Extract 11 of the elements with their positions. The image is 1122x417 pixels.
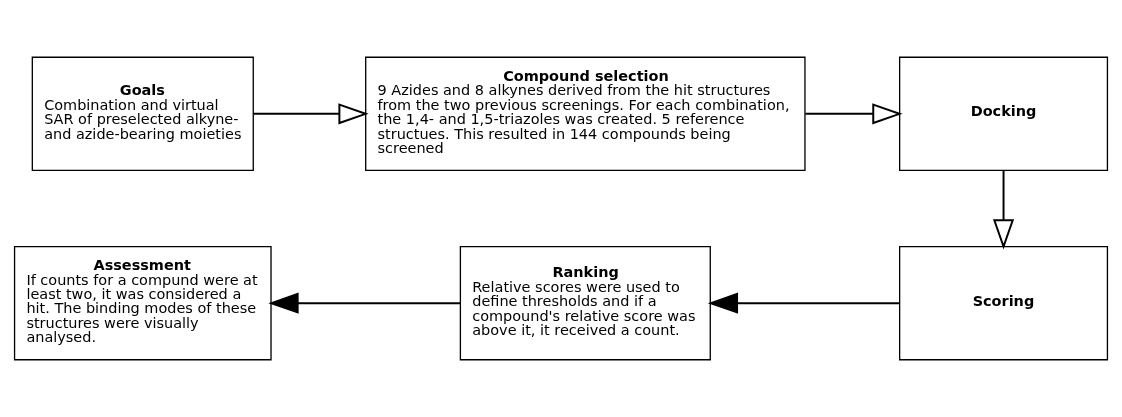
node-box: Docking <box>899 56 1109 171</box>
node-box: Ranking Relative scores were used to define thresholds and if a compound's relative score was above it, it received a count. <box>459 246 711 361</box>
arrow <box>804 103 903 125</box>
node-box: Compound selection 9 Azides and 8 alkynes derived from the hit structures from the two previous screenings. For each combination, the 1,4- and 1,5-triazoles was created. 5 reference structues. This resulted in 144 compounds being screened <box>365 56 806 171</box>
node-box: Assessment If counts for a compund were at least two, it was considered a hit. The binding modes of these structures were visually analysed. <box>13 246 272 361</box>
node-box: Goals Combination and virtual SAR of preselected alkyne- and azide-bearing moieties <box>31 56 254 171</box>
arrow <box>252 103 369 125</box>
node-box: Scoring <box>899 246 1109 361</box>
arrow <box>268 292 462 314</box>
arrow <box>707 292 901 314</box>
arrow <box>992 169 1015 250</box>
